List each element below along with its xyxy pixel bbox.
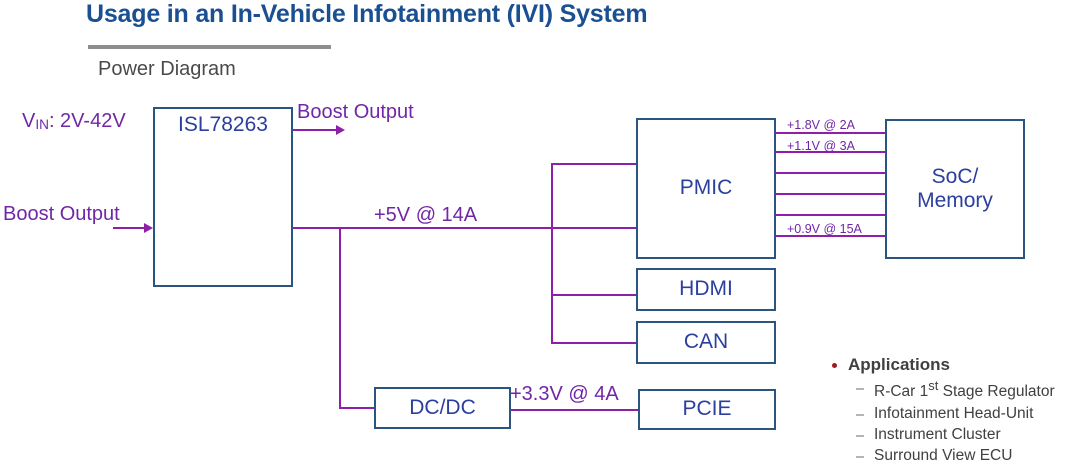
- list-item: Surround View ECU: [828, 445, 1055, 466]
- wire-can-input: [551, 342, 638, 344]
- arrow-boost-output-top: [336, 125, 345, 135]
- wire-soc-rail-4: [774, 193, 887, 195]
- block-pcie[interactable]: PCIE: [638, 389, 776, 430]
- wire-soc-rail-2: [774, 151, 887, 153]
- wire-soc-rail-6: [774, 235, 887, 237]
- applications-heading-label: Applications: [848, 355, 951, 374]
- wire-peripheral-bus: [551, 163, 553, 343]
- page-title: Usage in an In-Vehicle Infotainment (IVI…: [86, 0, 648, 28]
- bullet-icon: [832, 363, 837, 368]
- wire-5v-drop-to-dcdc: [339, 227, 341, 408]
- dash-icon: [856, 388, 864, 390]
- wire-boost-output-top: [292, 129, 337, 131]
- list-item-text-a: Instrument Cluster: [874, 425, 1001, 443]
- label-rail-3v3: +3.3V @ 4A: [510, 383, 619, 405]
- wire-soc-rail-1: [774, 132, 887, 134]
- applications-section: Applications R-Car 1st Stage Regulator I…: [828, 355, 1055, 467]
- label-boost-output-top: Boost Output: [297, 101, 414, 123]
- block-regulator[interactable]: ISL78263: [153, 107, 293, 287]
- arrow-boost-input: [144, 223, 153, 233]
- list-item: Instrument Cluster: [828, 424, 1055, 445]
- list-item-text-a: R-Car 1: [874, 383, 929, 401]
- block-pmic-label: PMIC: [679, 176, 733, 200]
- label-rail-0v9: +0.9V @ 15A: [787, 222, 862, 236]
- block-pcie-label: PCIE: [682, 397, 732, 421]
- wire-main-5v-rail: [292, 227, 637, 229]
- list-item: Infotainment Head-Unit: [828, 403, 1055, 424]
- wire-soc-rail-3: [774, 172, 887, 174]
- block-can-label: CAN: [683, 330, 729, 354]
- block-hdmi-label: HDMI: [679, 277, 733, 301]
- block-soc-label-line1: SoC/: [931, 164, 979, 188]
- dash-icon: [856, 456, 864, 459]
- dash-icon: [856, 413, 864, 416]
- label-rail-5v: +5V @ 14A: [374, 204, 478, 226]
- list-item-text-a: Infotainment Head-Unit: [874, 404, 1034, 422]
- applications-heading: Applications: [828, 355, 1055, 375]
- block-soc-memory[interactable]: SoC/ Memory: [885, 119, 1025, 259]
- block-soc-label-line2: Memory: [917, 189, 993, 212]
- block-regulator-label: ISL78263: [178, 113, 268, 136]
- block-can[interactable]: CAN: [636, 321, 776, 364]
- block-dcdc-label: DC/DC: [409, 395, 476, 419]
- diagram-subtitle: Power Diagram: [98, 58, 236, 80]
- label-vin: VIN: 2V-42V: [22, 110, 126, 133]
- list-item-text-a: Surround View ECU: [874, 447, 1013, 465]
- applications-list: R-Car 1st Stage Regulator Infotainment H…: [828, 377, 1055, 467]
- block-hdmi[interactable]: HDMI: [636, 268, 776, 311]
- dash-icon: [856, 434, 864, 437]
- label-boost-output-left: Boost Output: [3, 203, 120, 225]
- label-rail-1v8: +1.8V @ 2A: [787, 118, 855, 132]
- label-vin-subscript: IN: [35, 116, 49, 132]
- wire-pmic-input: [551, 163, 638, 165]
- label-rail-1v1: +1.1V @ 3A: [787, 139, 855, 153]
- block-pmic[interactable]: PMIC: [636, 118, 776, 259]
- wire-dcdc-to-pcie: [509, 409, 639, 411]
- block-dcdc[interactable]: DC/DC: [374, 387, 511, 429]
- title-underline: [88, 45, 331, 49]
- label-vin-prefix: V: [22, 110, 36, 132]
- wire-boost-input: [113, 227, 145, 229]
- wire-dcdc-input: [339, 407, 376, 409]
- list-item-text-b: Stage Regulator: [938, 383, 1055, 401]
- wire-hdmi-input: [551, 294, 638, 296]
- label-vin-value: : 2V-42V: [48, 110, 126, 132]
- list-item: R-Car 1st Stage Regulator: [828, 377, 1055, 403]
- list-item-sup: st: [928, 378, 939, 393]
- wire-soc-rail-5: [774, 214, 887, 216]
